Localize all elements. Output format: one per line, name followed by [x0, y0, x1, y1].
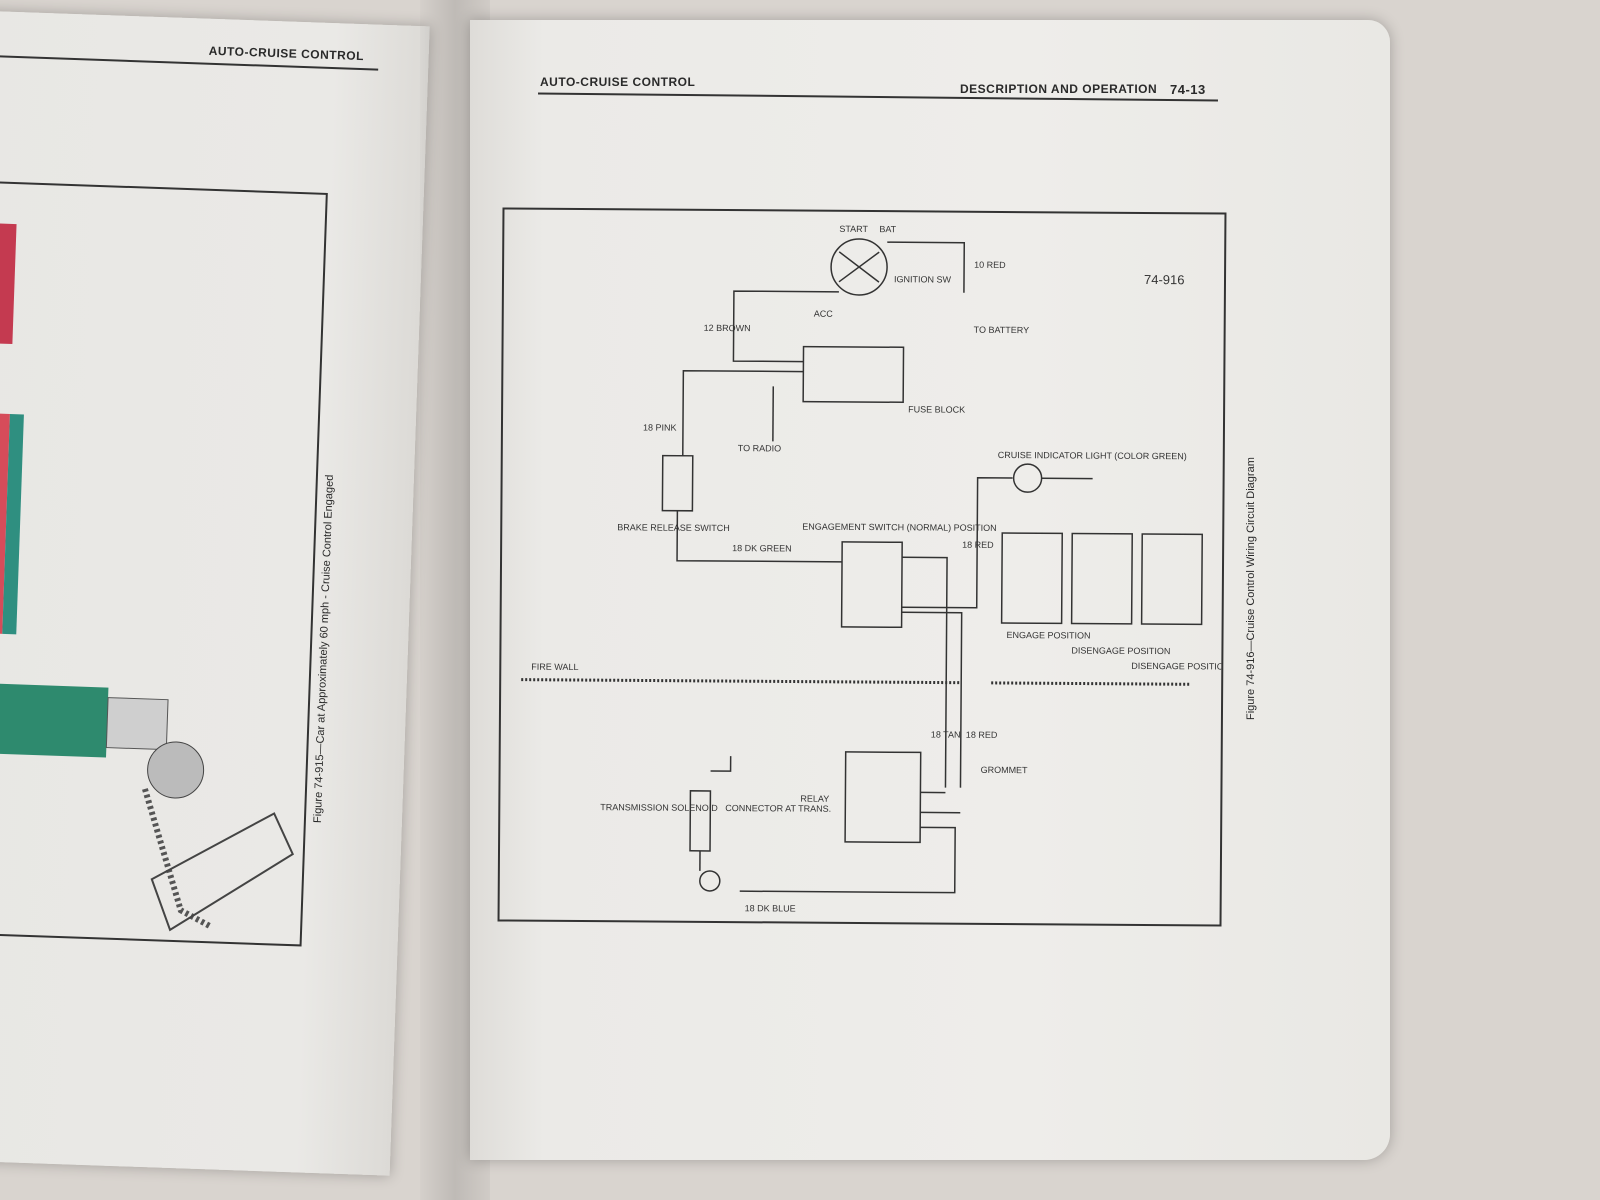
cruise-indicator-light-symbol	[1012, 463, 1043, 493]
label-bat: BAT	[879, 224, 896, 234]
label-transmission-solenoid: TRANSMISSION SOLENOID	[600, 802, 718, 813]
label-ignition-sw: IGNITION SW	[894, 274, 952, 284]
wiring-diagram-frame: START BAT ACC IGNITION SW 12 BROWN 10 RE…	[497, 207, 1230, 927]
right-page: AUTO-CRUISE CONTROL DESCRIPTION AND OPER…	[470, 20, 1390, 1160]
connector-at-trans-symbol	[699, 870, 721, 892]
label-disengage-position: DISENGAGE POSITION	[1071, 645, 1170, 656]
label-10-red: 10 RED	[974, 260, 1006, 270]
ignition-switch-symbol	[830, 238, 888, 296]
label-to-radio: TO RADIO	[738, 443, 781, 453]
label-start: START	[839, 224, 868, 234]
label-fuse-block: FUSE BLOCK	[908, 404, 965, 414]
label-engage-position: ENGAGE POSITION	[1006, 630, 1090, 641]
disengage-position-switch-2	[1140, 533, 1203, 626]
label-figure-number: 74-916	[1144, 272, 1185, 287]
label-18-pink: 18 PINK	[643, 422, 677, 432]
disengage-position-switch-1	[1070, 532, 1133, 625]
left-figure-frame	[0, 181, 328, 947]
label-acc: ACC	[814, 309, 834, 319]
brake-release-switch-symbol	[661, 454, 694, 512]
label-fire-wall: FIRE WALL	[531, 662, 578, 672]
label-relay: RELAY	[800, 794, 829, 804]
right-running-header-center: DESCRIPTION AND OPERATION	[960, 82, 1158, 96]
label-engagement-switch: ENGAGEMENT SWITCH (NORMAL) POSITION	[802, 522, 996, 533]
label-18-dk-green: 18 DK GREEN	[732, 543, 792, 553]
left-page: AUTO-CRUISE CONTROL Figure 74-915—Car at…	[0, 10, 430, 1176]
label-disengage-position-2: DISENGAGE POSITION	[1131, 661, 1224, 672]
right-running-header-left: AUTO-CRUISE CONTROL	[540, 75, 696, 89]
page-number: 74-13	[1170, 82, 1206, 97]
right-figure-caption: Figure 74-916—Cruise Control Wiring Circ…	[1245, 457, 1257, 720]
fuse-block-symbol	[802, 345, 905, 404]
label-18-red: 18 RED	[962, 540, 994, 550]
label-cruise-indicator-light: CRUISE INDICATOR LIGHT (COLOR GREEN)	[998, 450, 1187, 461]
left-running-header: AUTO-CRUISE CONTROL	[208, 43, 365, 64]
label-18-red-2: 18 RED	[966, 730, 998, 740]
label-18-dk-blue: 18 DK BLUE	[745, 903, 796, 913]
engage-position-switch	[1000, 532, 1063, 625]
label-to-battery: TO BATTERY	[974, 325, 1030, 335]
relay-symbol	[844, 751, 922, 844]
engagement-switch-symbol	[840, 541, 903, 629]
label-brake-release-switch: BRAKE RELEASE SWITCH	[617, 522, 730, 533]
label-grommet: GROMMET	[981, 765, 1029, 775]
label-12-brown: 12 BROWN	[704, 323, 751, 333]
label-18-tan: 18 TAN	[931, 729, 961, 739]
transmission-solenoid-symbol	[689, 790, 712, 852]
wiring-circuit-diagram: START BAT ACC IGNITION SW 12 BROWN 10 RE…	[521, 224, 1230, 914]
cruise-mechanism-illustration	[0, 223, 295, 932]
label-connector-at-trans: CONNECTOR AT TRANS.	[725, 803, 831, 814]
firewall-line	[521, 678, 962, 685]
